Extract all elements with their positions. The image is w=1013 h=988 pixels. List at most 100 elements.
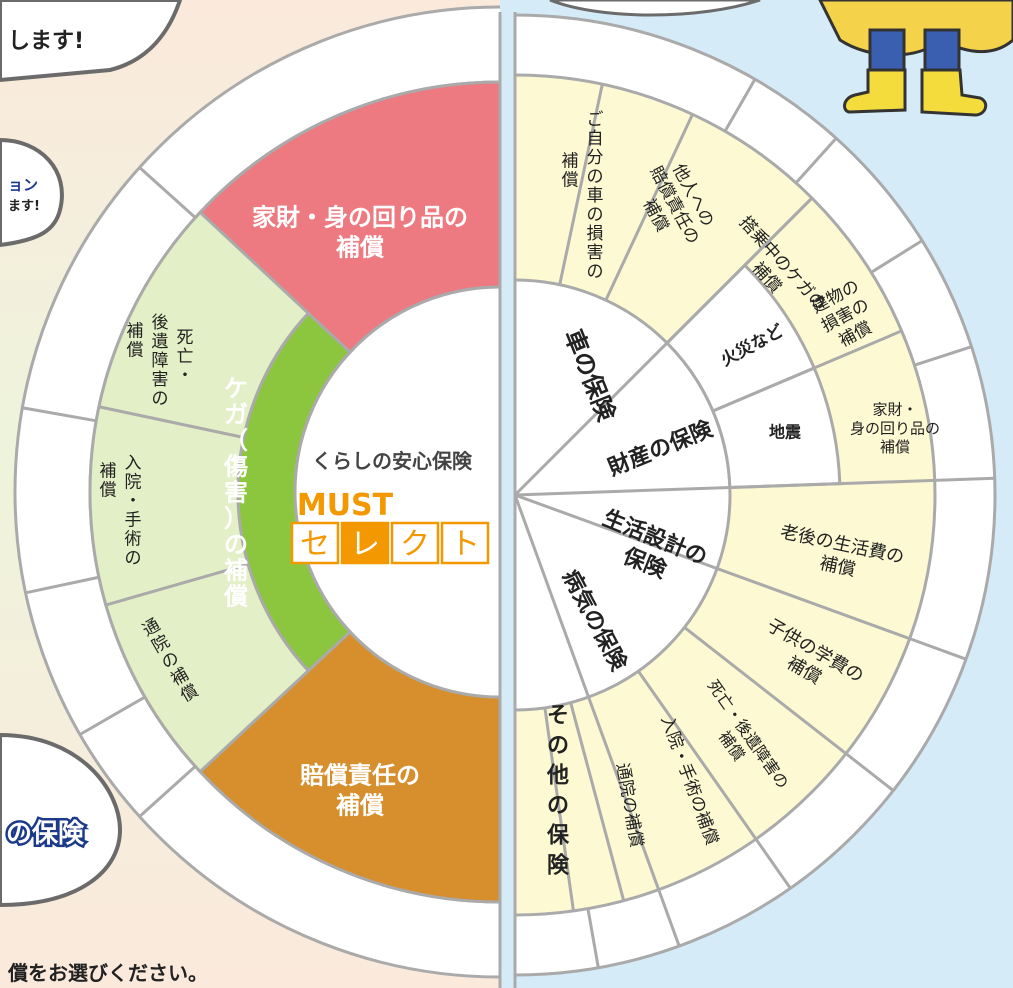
svg-text:院: 院 [125,472,142,492]
svg-text:そ: そ [547,704,569,729]
svg-text:術: 術 [125,529,142,549]
svg-text:の: の [224,530,248,558]
svg-text:）: ） [224,504,248,532]
item-div-6 [569,702,626,902]
sub-div-fire-quake [712,366,815,413]
brand-box-1 [290,521,340,565]
svg-text:後: 後 [152,313,169,333]
svg-text:補: 補 [562,151,579,171]
svg-text:補: 補 [223,556,248,584]
label-injury-hospital-1: 入院・手術の [125,453,142,568]
bottom-instruction-text: 償をお選びください。 [7,961,208,985]
brand-box-char-3: ク [400,527,430,562]
svg-text:遺: 遺 [152,332,169,352]
right-top-bubble [549,0,761,17]
bubble-hoken-text: の保険 [6,818,85,849]
svg-text:（: （ [224,426,248,454]
right-rim-div-7 [845,752,895,792]
cat-div-property-life [515,478,935,497]
brand-box-4 [440,521,490,565]
label-injury-death-1: 死亡・ [177,328,194,386]
svg-text:害: 害 [224,478,248,506]
right-half-wheel: 車の保険財産の保険生活設計の保険病気の保険その他の保険火災など地震ご自分の車の損… [515,13,997,977]
svg-text:保: 保 [546,824,570,849]
svg-text:害: 害 [152,370,169,390]
svg-text:償: 償 [127,340,144,360]
left-rim-div-3 [25,575,100,595]
item-div-4 [683,626,847,755]
svg-text:入: 入 [125,453,142,473]
svg-text:の: の [587,205,604,225]
svg-text:亡: 亡 [177,347,194,367]
right-category-disc [515,278,732,712]
label-liability: 賠償責任の補償 [300,761,420,819]
right-rim-div-4 [913,345,972,367]
bubble-option-sub: ます! [8,199,40,214]
item-div-1 [604,113,694,301]
svg-text:・: ・ [125,491,142,511]
center-divider [500,0,515,988]
injury-div-2 [105,562,249,607]
right-rim-div-6 [909,637,967,661]
left-rim-div-4 [79,695,146,736]
right-rim-div-3 [870,239,923,274]
svg-text:償: 償 [562,170,579,190]
svg-text:の: の [125,548,142,568]
label-injury-hospital-2: 補償 [100,461,117,500]
svg-text:傷: 傷 [223,452,248,480]
left-speech-bubbles [0,0,183,908]
svg-text:補: 補 [127,321,144,341]
subsection-earthquake: 地震 [769,423,802,442]
left-rim-div-5 [138,765,197,818]
svg-text:自: 自 [587,129,604,149]
svg-text:の: の [547,794,569,819]
svg-text:障: 障 [152,351,169,371]
injury-div-1 [98,405,245,439]
right-rim-div-10 [586,908,600,968]
item-own-car-2: 補償 [562,151,579,190]
mascot-character [818,0,1013,117]
center-title: くらしの安心保険 [312,449,473,473]
right-rim-div-5 [934,476,995,482]
brand-box-char-2: レ [350,527,380,562]
svg-text:損: 損 [587,224,604,244]
label-household: 家財・身の回り品の補償 [252,203,468,261]
svg-text:ガ: ガ [224,400,248,428]
svg-text:他: 他 [546,764,569,789]
brand-box-2 [340,521,390,565]
svg-text:車: 車 [587,186,604,206]
right-rim-div-9 [657,889,681,947]
svg-text:ご: ご [587,110,604,130]
brand-select-boxes: セレクト [290,521,490,565]
svg-text:の: の [152,389,169,409]
right-rim-div-1 [723,78,757,133]
brand-box-char-4: ト [450,527,480,562]
center-brand: くらしの安心保険 MUST セレクト [290,449,490,565]
item-div-7 [543,707,575,912]
item-div-5 [637,670,758,840]
left-rim-div-2 [22,406,97,423]
svg-text:ケ: ケ [224,374,248,402]
brand-box-3 [390,521,440,565]
label-injury-death-3: 補償 [127,321,144,360]
label-injury: ケガ（傷害）の補償 [223,374,248,610]
svg-text:の: の [547,734,569,759]
svg-text:手: 手 [125,510,142,530]
svg-text:の: の [587,262,604,282]
svg-text:償: 償 [100,480,117,500]
svg-text:害: 害 [587,243,604,263]
bubble-option-tag: ョン [8,176,38,194]
bubble-top-text: します! [8,29,84,54]
right-rim-div-2 [794,137,838,184]
item-div-0 [558,83,604,286]
svg-text:・: ・ [177,366,194,386]
label-injury-death-2: 後遺障害の [152,313,169,409]
svg-text:の: の [587,167,604,187]
right-rim-div-8 [754,838,792,890]
svg-text:死: 死 [177,328,194,348]
left-half-wheel: 家財・身の回り品の補償賠償責任の補償ケガ（傷害）の補償死亡・後遺障害の補償入院・… [13,5,500,979]
